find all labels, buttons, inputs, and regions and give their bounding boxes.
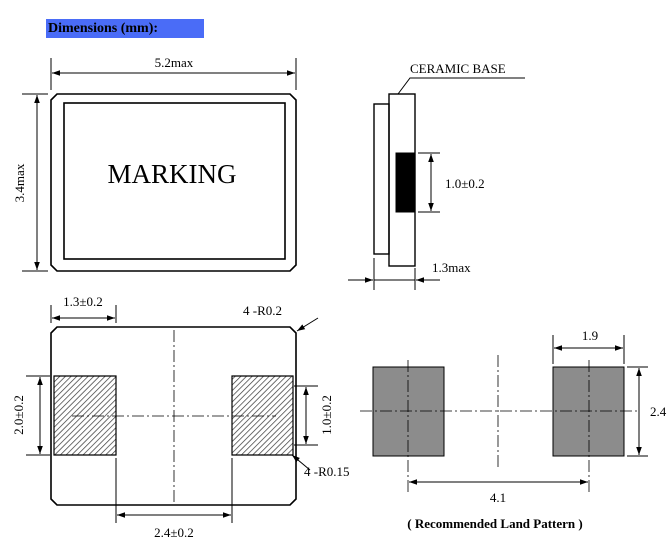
side-pad-label: 1.0±0.2	[445, 176, 485, 191]
side-view	[348, 77, 525, 290]
land-width-label: 1.9	[582, 328, 598, 343]
side-lid	[373, 103, 390, 255]
land-height-label: 2.4	[650, 404, 667, 419]
base-leader	[397, 77, 525, 95]
base-label: CERAMIC BASE	[410, 61, 506, 76]
bottom-offset-label: 1.3±0.2	[63, 294, 103, 309]
bottom-inner-height-label: 1.0±0.2	[319, 395, 334, 435]
corner-leader	[296, 317, 319, 332]
land-pad-left	[372, 366, 445, 457]
land-pad-right	[552, 366, 625, 457]
bottom-gap-label: 2.4±0.2	[154, 525, 194, 540]
bottom-pad-right	[231, 375, 294, 456]
land-caption: ( Recommended Land Pattern )	[407, 516, 582, 531]
land-pattern	[360, 335, 648, 492]
land-pitch-label: 4.1	[490, 490, 506, 505]
title-highlight	[46, 19, 204, 38]
top-view-inner	[63, 102, 286, 260]
top-view	[22, 58, 297, 272]
bottom-pad-left	[53, 375, 117, 456]
page-title: Dimensions (mm):	[48, 21, 159, 36]
top-width-label: 5.2max	[155, 55, 194, 70]
side-pad	[395, 152, 416, 213]
marking-label: MARKING	[107, 159, 236, 189]
bottom-pad-radius-label: 4 -R0.15	[304, 464, 350, 479]
bottom-pad-height-label: 2.0±0.2	[11, 395, 26, 435]
bottom-view	[26, 305, 319, 523]
top-view-outline	[50, 93, 297, 272]
bottom-corner-label: 4 -R0.2	[243, 303, 282, 318]
top-height-label: 3.4max	[12, 163, 27, 202]
bottom-view-outline	[50, 326, 297, 506]
side-thickness-label: 1.3max	[432, 260, 471, 275]
pad-radius-leader	[291, 454, 311, 471]
